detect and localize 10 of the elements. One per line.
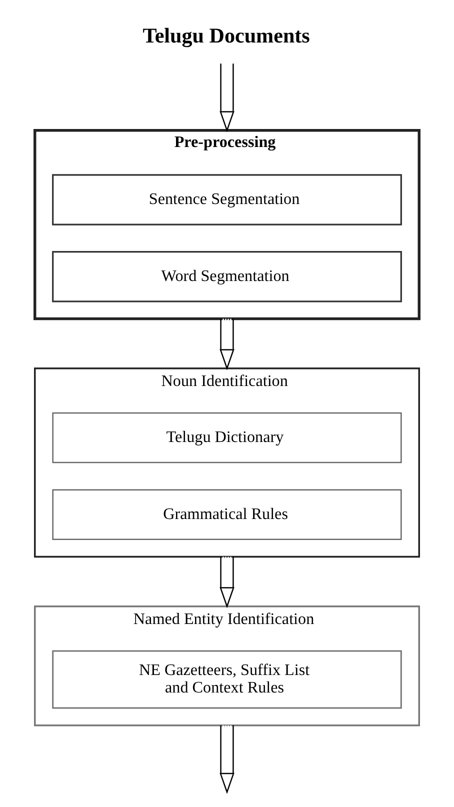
node-box: Sentence Segmentation [52,174,402,226]
node-box: Grammatical Rules [52,489,402,540]
node-box: Word Segmentation [52,251,402,302]
arrow [220,725,234,794]
node-text: Telugu Documents [142,23,310,48]
node-box: NE Gazetteers, Suffix List and Context Rules [52,650,402,709]
arrow [220,64,234,132]
node-box: Telugu Dictionary [52,412,402,464]
arrow [220,318,234,370]
arrow [220,556,234,608]
